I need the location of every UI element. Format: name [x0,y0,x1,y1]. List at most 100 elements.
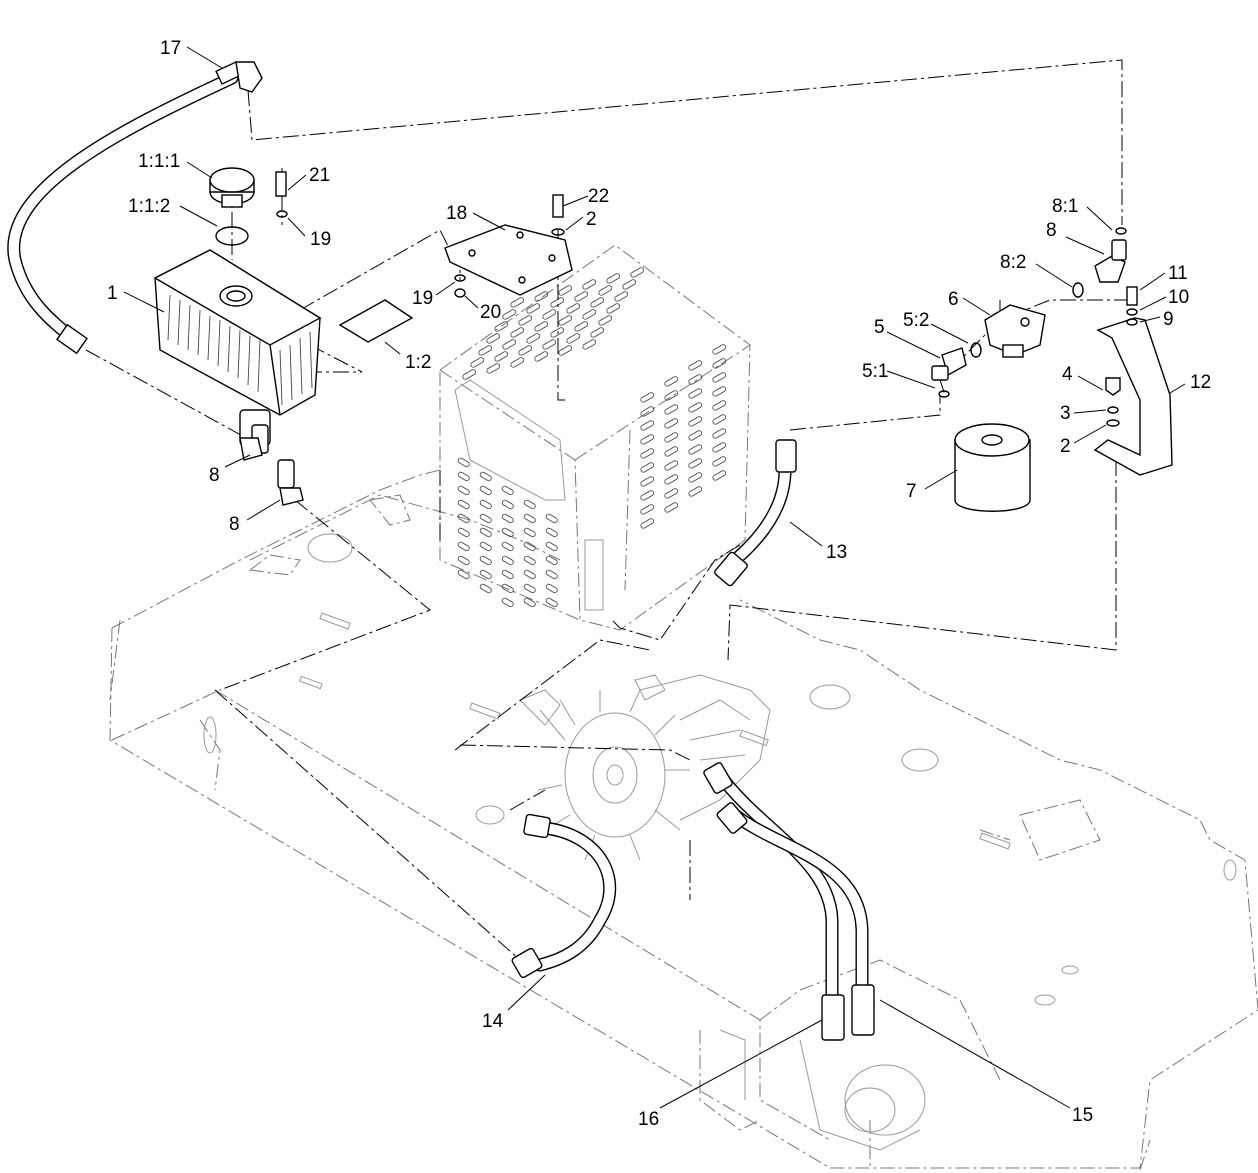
callout-8b: 8 [229,514,240,535]
perforation-slot [598,315,613,326]
elbow-fitting-5 [931,347,967,381]
perforation-slot [664,488,679,499]
nut-20 [454,288,466,298]
perforation-slot [523,583,536,594]
callout-8a: 8 [209,465,220,486]
o-ring-5-2 [970,342,982,358]
perforation-slot [457,513,470,524]
perforation-slot [558,315,573,326]
perforation-slot [542,339,557,350]
perforation-slot [523,597,536,608]
perforation-slot [501,499,514,510]
perforation-slot [457,569,470,580]
callout-1-1-2: 1:1:2 [128,196,170,217]
perforation-slot [479,485,492,496]
perforation-slot [518,345,533,356]
washer-19a [276,210,288,218]
perforation-slot [664,502,679,513]
hoses-15-16 [703,762,875,1041]
o-ring-8-2 [1072,282,1084,298]
perforation-slot [501,583,514,594]
perforation-slot [688,472,703,483]
filler-cap [209,167,255,208]
perforation-slot [486,333,501,344]
callout-1: 1 [107,283,118,304]
cap-gasket [215,226,249,246]
perforation-slot [510,327,525,338]
chassis-frame-ghost [109,469,1258,1171]
perforation-slot [630,267,645,278]
elbow-fitting-8a [239,424,269,461]
perforation-slot [479,499,492,510]
callout-18: 18 [446,203,467,224]
callout-5-2: 5:2 [903,310,929,331]
perforation-slot [502,309,517,320]
callout-19a: 19 [310,229,331,250]
callout-12: 12 [1190,372,1211,393]
hose-13 [714,439,797,587]
bolt-22 [552,194,564,218]
perforation-slot [457,499,470,510]
perforation-slot [640,420,655,431]
perforation-slot [640,434,655,445]
perforation-slot [664,376,679,387]
perforation-slot [712,344,727,355]
washer-9 [1126,318,1138,326]
washer-2a [551,228,565,236]
hose-14 [511,813,617,979]
perforation-slot [582,339,597,350]
callout-14: 14 [482,1011,504,1032]
perforation-slot [664,404,679,415]
perforation-slot [545,569,558,580]
perforation-slot [457,485,470,496]
callout-6: 6 [948,289,959,310]
perforation-slot [558,285,573,296]
perforation-slot [688,416,703,427]
perforation-slot [534,291,549,302]
perforation-slot [664,418,679,429]
hose-17 [7,61,263,355]
perforation-slot [712,414,727,425]
perforation-slot [550,297,565,308]
perforation-slot [664,474,679,485]
perforation-slot [479,541,492,552]
perforation-slot [664,432,679,443]
perforation-slot [640,406,655,417]
o-ring-8-1 [1115,227,1127,235]
perforation-slot [457,527,470,538]
perforation-slot [479,555,492,566]
perforation-slot [470,357,485,368]
callout-10: 10 [1168,287,1189,308]
washer-3 [1107,406,1119,414]
bracket-12 [1093,317,1173,476]
perforation-slot [712,470,727,481]
perforation-slot [640,518,655,529]
perforation-slot [712,400,727,411]
leader-lines [123,46,1186,1109]
perforation-slot [606,303,621,314]
callout-4: 4 [1062,364,1073,385]
perforation-slot [582,279,597,290]
perforation-slot [457,457,470,468]
perforation-slot [523,569,536,580]
perforation-slot [574,291,589,302]
perforation-slot [526,333,541,344]
perforation-slot [523,513,536,524]
pump-fan-assembly-ghost [519,674,771,861]
perforation-slot [523,527,536,538]
perforation-slot [501,597,514,608]
perforation-slot [518,315,533,326]
perforation-slot [590,297,605,308]
callout-19b: 19 [412,288,433,309]
perforation-slot [526,303,541,314]
perforation-slot [566,303,581,314]
callout-2b: 2 [1060,436,1071,457]
perforation-slot [545,597,558,608]
perforation-slot [457,541,470,552]
perforation-slot [479,569,492,580]
callout-1-2: 1:2 [405,352,431,373]
perforation-slot [494,321,509,332]
perforation-slot [640,462,655,473]
callout-labels: 17 1:1:1 1:1:2 21 19 1 1:2 8 8 18 22 2 1… [107,38,1211,1130]
perforation-slot [640,392,655,403]
